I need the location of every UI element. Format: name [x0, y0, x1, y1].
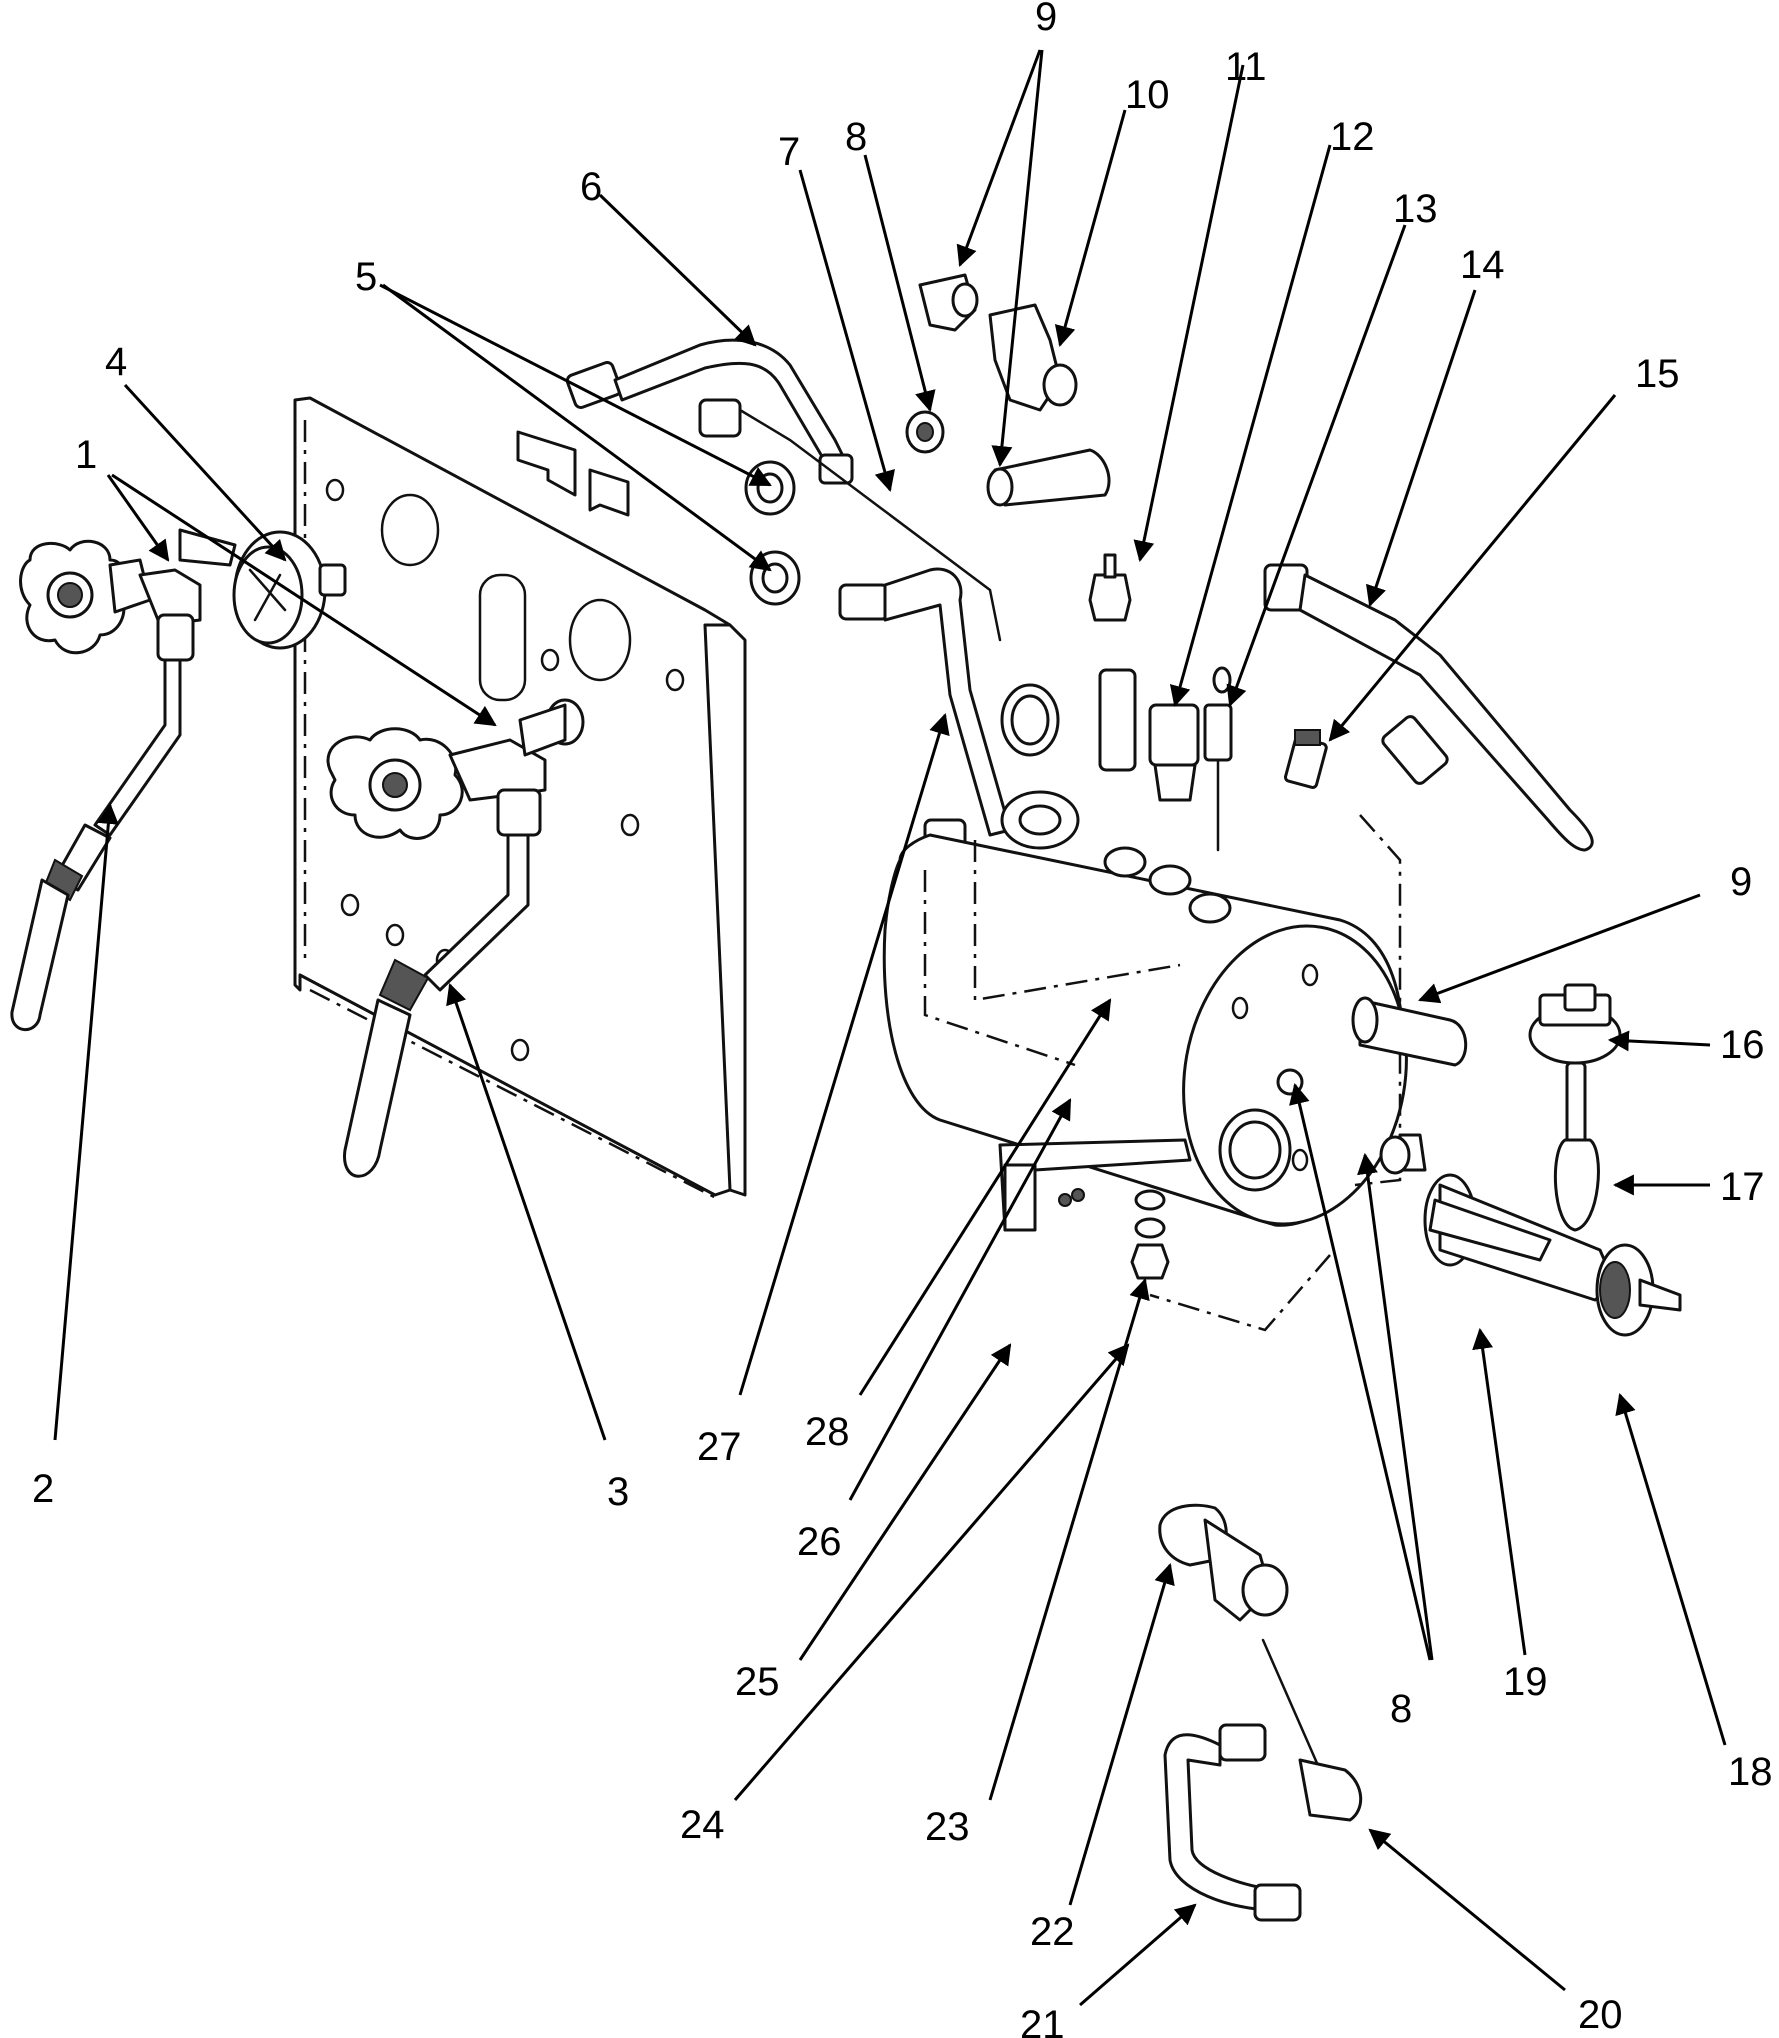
callout-25: 25	[735, 1660, 780, 1704]
callout-2: 2	[32, 1467, 54, 1511]
callout-10: 10	[1125, 73, 1170, 117]
callout-23: 23	[925, 1805, 970, 1849]
callout-24: 24	[680, 1803, 725, 1847]
callout-15: 15	[1635, 352, 1680, 396]
leader-lines	[53, 49, 1727, 2007]
center-valve-assembly	[326, 698, 585, 1178]
callout-14: 14	[1460, 243, 1505, 287]
callout-20: 20	[1578, 1993, 1623, 2037]
callout-13: 13	[1393, 187, 1438, 231]
callout-3: 3	[607, 1470, 629, 1514]
callout-8-top: 8	[845, 115, 867, 159]
callout-17: 17	[1720, 1165, 1765, 1209]
callout-5: 5	[355, 255, 377, 299]
top-fittings	[744, 273, 1111, 606]
bottom-parts	[998, 1138, 1363, 1922]
callout-7: 7	[778, 130, 800, 174]
callout-4: 4	[105, 340, 127, 384]
callout-27: 27	[697, 1425, 742, 1469]
callout-18: 18	[1728, 1750, 1773, 1794]
callout-22: 22	[1030, 1910, 1075, 1954]
callout-12: 12	[1330, 115, 1375, 159]
callout-26: 26	[797, 1520, 842, 1564]
callout-19: 19	[1503, 1660, 1548, 1704]
callout-21: 21	[1020, 2003, 1065, 2038]
callout-labels: 1 2 3 4 5 6 7 8 9 10 11 12 13 14 15 9 16…	[32, 0, 1773, 2038]
tubes	[565, 338, 1594, 862]
callout-1: 1	[75, 433, 97, 477]
callout-9-right: 9	[1730, 860, 1752, 904]
callout-6: 6	[580, 165, 602, 209]
callout-28: 28	[805, 1410, 850, 1454]
callout-9-top: 9	[1035, 0, 1057, 39]
callout-11: 11	[1225, 45, 1267, 89]
pressure-gauge	[178, 528, 347, 650]
boiler	[882, 790, 1408, 1332]
callout-8-bottom: 8	[1390, 1687, 1412, 1731]
left-valve-assembly	[10, 539, 202, 1032]
callout-16: 16	[1720, 1023, 1765, 1067]
right-side-components	[1351, 983, 1682, 1337]
